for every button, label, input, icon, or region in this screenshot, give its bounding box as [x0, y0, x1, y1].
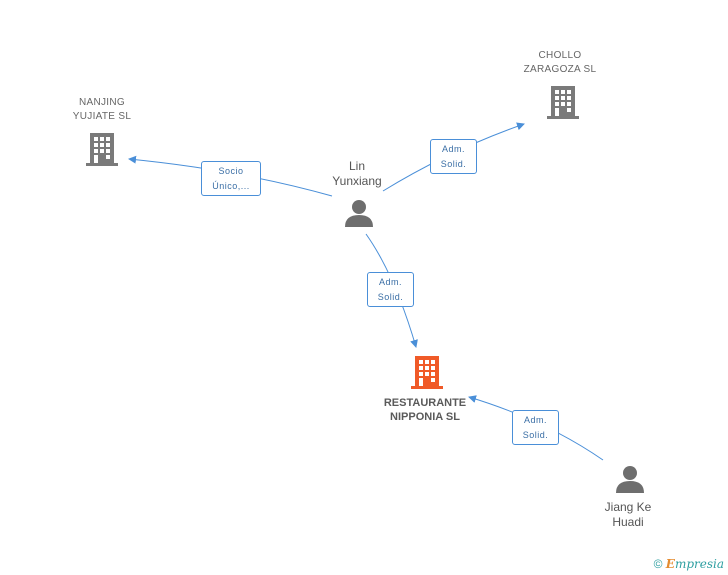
empresia-logo[interactable]: Empresia	[665, 557, 724, 571]
edge-label-adm-solid-chollo[interactable]: Adm. Solid.	[430, 139, 477, 174]
edge-label-adm-solid-restaurante[interactable]: Adm. Solid.	[367, 272, 414, 307]
edge-label-socio-unico[interactable]: Socio Único,...	[201, 161, 261, 196]
footer-copyright: © Empresia	[654, 557, 724, 571]
building-icon	[547, 86, 579, 119]
person-icon	[345, 200, 373, 227]
building-icon	[86, 133, 118, 166]
person-icon	[616, 466, 644, 493]
node-label-nanjing-yujiate[interactable]: NANJING YUJIATE SL	[72, 97, 132, 122]
building-icon-highlight	[411, 356, 443, 389]
node-label-lin-yunxiang[interactable]: Lin Yunxiang	[332, 159, 382, 188]
node-label-jiang-ke-huadi[interactable]: Jiang Ke Huadi	[604, 500, 652, 529]
edge-label-adm-solid-jiang[interactable]: Adm. Solid.	[512, 410, 559, 445]
copyright-symbol: ©	[653, 557, 663, 571]
node-label-restaurante-nipponia[interactable]: RESTAURANTE NIPPONIA SL	[383, 397, 467, 423]
node-label-chollo-zaragoza[interactable]: CHOLLO ZARAGOZA SL	[523, 50, 597, 75]
